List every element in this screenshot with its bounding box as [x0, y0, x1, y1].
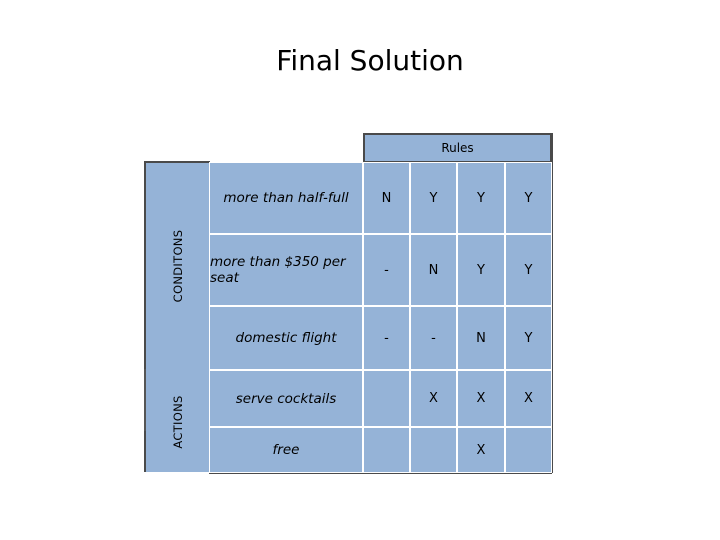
rule-cell: Y [410, 162, 457, 234]
condition-label: more than $350 per seat [209, 234, 363, 306]
rule-cell: Y [505, 306, 552, 370]
conditions-section [145, 162, 209, 370]
rule-cell [505, 427, 552, 473]
section-divider-left [144, 369, 146, 431]
action-label: serve cocktails [209, 370, 363, 427]
condition-label: more than half-full [209, 162, 363, 234]
top-border-line [144, 161, 210, 163]
rule-cell [363, 427, 410, 473]
rule-cell: Y [505, 162, 552, 234]
conditions-section-label: CONDITONS [171, 229, 185, 303]
rule-cell: X [457, 370, 505, 427]
rule-cell: Y [505, 234, 552, 306]
rule-cell: - [410, 306, 457, 370]
rules-header-label: Rules [441, 141, 474, 155]
action-label: free [209, 427, 363, 473]
rule-cell: Y [457, 162, 505, 234]
rule-cell [410, 427, 457, 473]
rules-header: Rules [363, 133, 552, 163]
actions-section [145, 370, 209, 472]
rule-cell: X [505, 370, 552, 427]
condition-label: domestic flight [209, 306, 363, 370]
rule-cell: N [410, 234, 457, 306]
rule-cell: Y [457, 234, 505, 306]
actions-section-label: ACTIONS [171, 395, 185, 449]
rule-cell [363, 370, 410, 427]
bottom-border-line [209, 472, 552, 474]
rule-cell: N [457, 306, 505, 370]
rule-cell: - [363, 234, 410, 306]
rule-cell: X [410, 370, 457, 427]
rule-cell: - [363, 306, 410, 370]
left-border-line [144, 162, 146, 472]
rule-cell: N [363, 162, 410, 234]
right-border-line [551, 133, 553, 473]
slide-title: Final Solution [276, 44, 464, 77]
rule-cell: X [457, 427, 505, 473]
